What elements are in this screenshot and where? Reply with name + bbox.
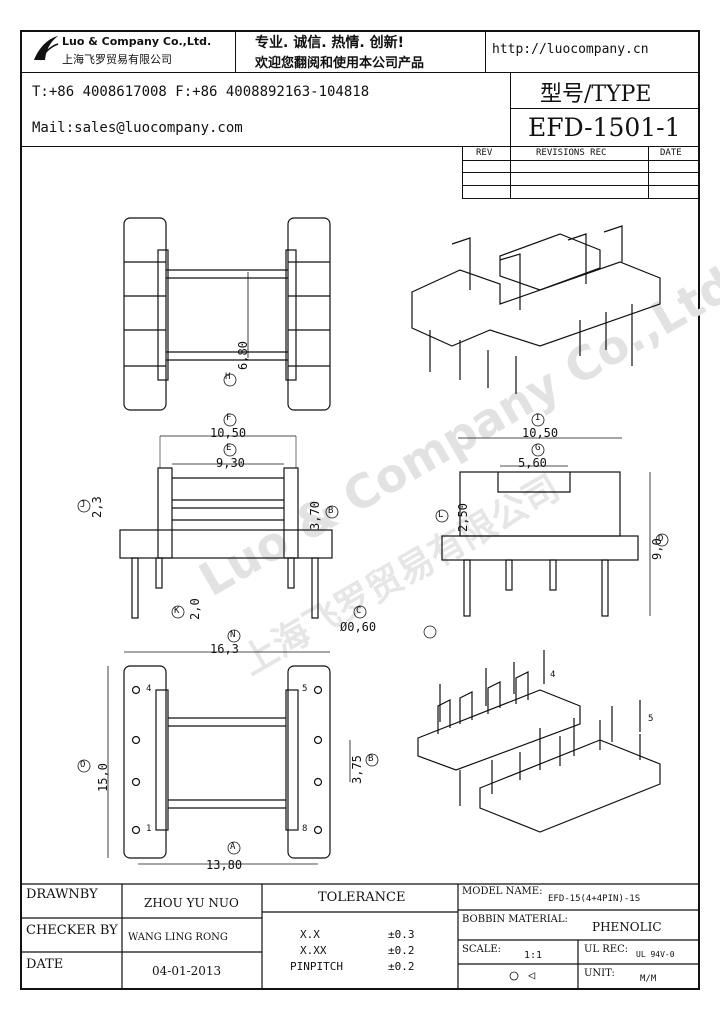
company-name-en: Luo & Company Co.,Ltd. xyxy=(62,35,212,48)
header-vdiv-1 xyxy=(235,30,236,72)
ul-rec-label: UL REC: xyxy=(584,944,629,955)
company-name-cn: 上海飞罗贸易有限公司 xyxy=(62,53,172,66)
rev-col-rev: REV xyxy=(476,148,493,158)
dim-g-letter: G xyxy=(535,443,541,453)
iso-pin-label-5: 5 xyxy=(648,714,654,724)
header-vdiv-2 xyxy=(485,30,486,72)
dim-f-value: 10,50 xyxy=(210,426,247,440)
date-label: DATE xyxy=(26,957,64,972)
date-value: 04-01-2013 xyxy=(152,964,222,978)
slogan-line1: 专业. 诚信. 热情. 创新! xyxy=(255,35,404,51)
drawn-by-label: DRAWNBY xyxy=(26,887,98,902)
bobbin-material-label: BOBBIN MATERIAL: xyxy=(462,914,568,925)
dim-l-value: 2,50 xyxy=(456,503,470,532)
rev-row-4 xyxy=(462,198,700,199)
drawn-by-value: ZHOU YU NUO xyxy=(144,896,239,910)
dim-b-value-bottom: 3,75 xyxy=(350,755,364,784)
dim-o-letter: O xyxy=(80,760,86,770)
tol-1-val: ±0.3 xyxy=(388,928,415,941)
scale-label: SCALE: xyxy=(462,944,502,955)
dim-c-letter: C xyxy=(356,606,362,616)
model-number: EFD-1501-1 xyxy=(528,113,681,142)
header-bottom-line xyxy=(20,146,700,147)
iso-pin-label-4: 4 xyxy=(550,670,556,680)
scale-value: 1:1 xyxy=(524,950,543,961)
website-url: http://luocompany.cn xyxy=(492,42,649,57)
tol-3-val: ±0.2 xyxy=(388,960,415,973)
header-vdiv-3 xyxy=(510,72,511,146)
email-address: Mail:sales@luocompany.com xyxy=(32,120,243,136)
tol-3-key: PINPITCH xyxy=(290,960,343,973)
checker-value: WANG LING RONG xyxy=(128,932,228,943)
dim-e-value: 9,30 xyxy=(216,456,245,470)
dim-k-value: 2,0 xyxy=(188,598,202,620)
pin-label-8: 8 xyxy=(302,824,308,834)
dim-g-value: 5,60 xyxy=(518,456,547,470)
dim-a-letter: A xyxy=(230,842,236,852)
dim-o-value: 15,0 xyxy=(96,763,110,792)
rev-row-2 xyxy=(462,172,700,173)
dim-d-letter: D xyxy=(658,534,664,544)
model-name-value: EFD-15(4+4PIN)-1S xyxy=(548,894,641,904)
dim-b-value-front: 3,70 xyxy=(308,501,322,530)
header-divider xyxy=(20,72,700,73)
dim-c-value: Ø0,60 xyxy=(340,620,377,634)
dim-b-letter-bottom: B xyxy=(368,754,374,764)
type-divider xyxy=(510,108,700,109)
dim-j-letter: J xyxy=(80,500,86,510)
dim-i-value: 10,50 xyxy=(522,426,559,440)
tol-2-val: ±0.2 xyxy=(388,944,415,957)
phone-fax: T:+86 4008617008 F:+86 4008892163-104818 xyxy=(32,84,370,100)
rev-row-1 xyxy=(462,160,700,161)
dim-h-letter: H xyxy=(225,372,231,382)
unit-value: M/M xyxy=(640,974,657,984)
drawing-frame xyxy=(20,30,700,990)
rev-col-date: DATE xyxy=(660,148,682,158)
tol-2-key: X.XX xyxy=(300,944,327,957)
rev-row-3 xyxy=(462,185,700,186)
dim-i-letter: I xyxy=(535,413,541,423)
dim-a-value: 13,80 xyxy=(206,858,243,872)
tolerance-label: TOLERANCE xyxy=(318,890,406,905)
model-name-label: MODEL NAME: xyxy=(462,886,543,897)
dim-b-letter-front: B xyxy=(328,506,334,516)
dim-f-letter: F xyxy=(226,413,232,423)
ul-rec-value: UL 94V-0 xyxy=(636,950,675,959)
pin-label-1: 1 xyxy=(146,824,152,834)
dim-k-letter: K xyxy=(174,606,180,616)
pin-label-5: 5 xyxy=(302,684,308,694)
type-label: 型号/TYPE xyxy=(540,82,652,107)
dim-h-value: 6,80 xyxy=(236,341,250,370)
slogan-line2: 欢迎您翻阅和使用本公司产品 xyxy=(255,56,425,71)
pin-label-4: 4 xyxy=(146,684,152,694)
unit-label: UNIT: xyxy=(584,968,615,979)
dim-j-value: 2,3 xyxy=(90,496,104,518)
dim-n-letter: N xyxy=(230,630,236,640)
projection-symbol-icon: ◁ xyxy=(528,968,536,982)
bobbin-material-value: PHENOLIC xyxy=(592,920,662,934)
checker-label: CHECKER BY xyxy=(26,923,118,938)
dim-e-letter: E xyxy=(226,443,232,453)
tol-1-key: X.X xyxy=(300,928,320,941)
dim-l-letter: L xyxy=(438,510,444,520)
rev-col-revisions: REVISIONS REC xyxy=(536,148,607,158)
dim-n-value: 16,3 xyxy=(210,642,239,656)
